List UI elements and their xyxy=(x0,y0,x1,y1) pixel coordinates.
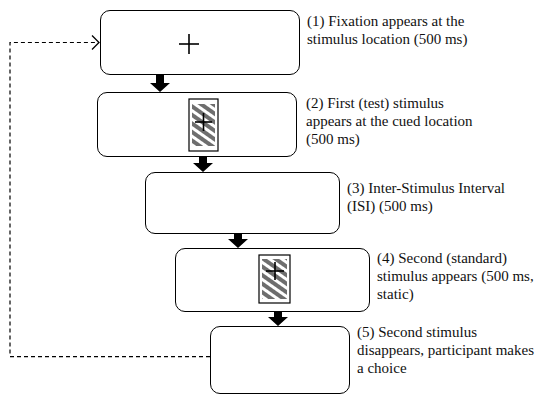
flow-arrow xyxy=(150,75,170,92)
step-box: (3) Inter-Stimulus Interval (ISI) (500 m… xyxy=(145,172,340,234)
step-description: (2) First (test) stimulus appears at the… xyxy=(306,94,476,148)
step-description: (1) Fixation appears at the stimulus loc… xyxy=(307,12,472,48)
step-description: (4) Second (standard) stimulus appears (… xyxy=(377,249,547,303)
step-description: (5) Second stimulus disappears, particip… xyxy=(357,323,539,377)
step-box: (4) Second (standard) stimulus appears (… xyxy=(175,248,370,312)
step-box: (5) Second stimulus disappears, particip… xyxy=(210,326,350,394)
flow-arrow xyxy=(193,157,213,172)
step-description: (3) Inter-Stimulus Interval (ISI) (500 m… xyxy=(347,179,537,215)
step-box: (2) First (test) stimulus appears at the… xyxy=(97,92,297,157)
step-box: (1) Fixation appears at the stimulus loc… xyxy=(100,10,300,75)
grating-stimulus xyxy=(189,99,218,151)
grating-stimulus xyxy=(259,255,290,303)
flow-arrow xyxy=(228,234,248,248)
loop-arrow xyxy=(10,36,210,357)
fixation-cross xyxy=(179,34,199,54)
flow-arrow xyxy=(268,312,288,326)
